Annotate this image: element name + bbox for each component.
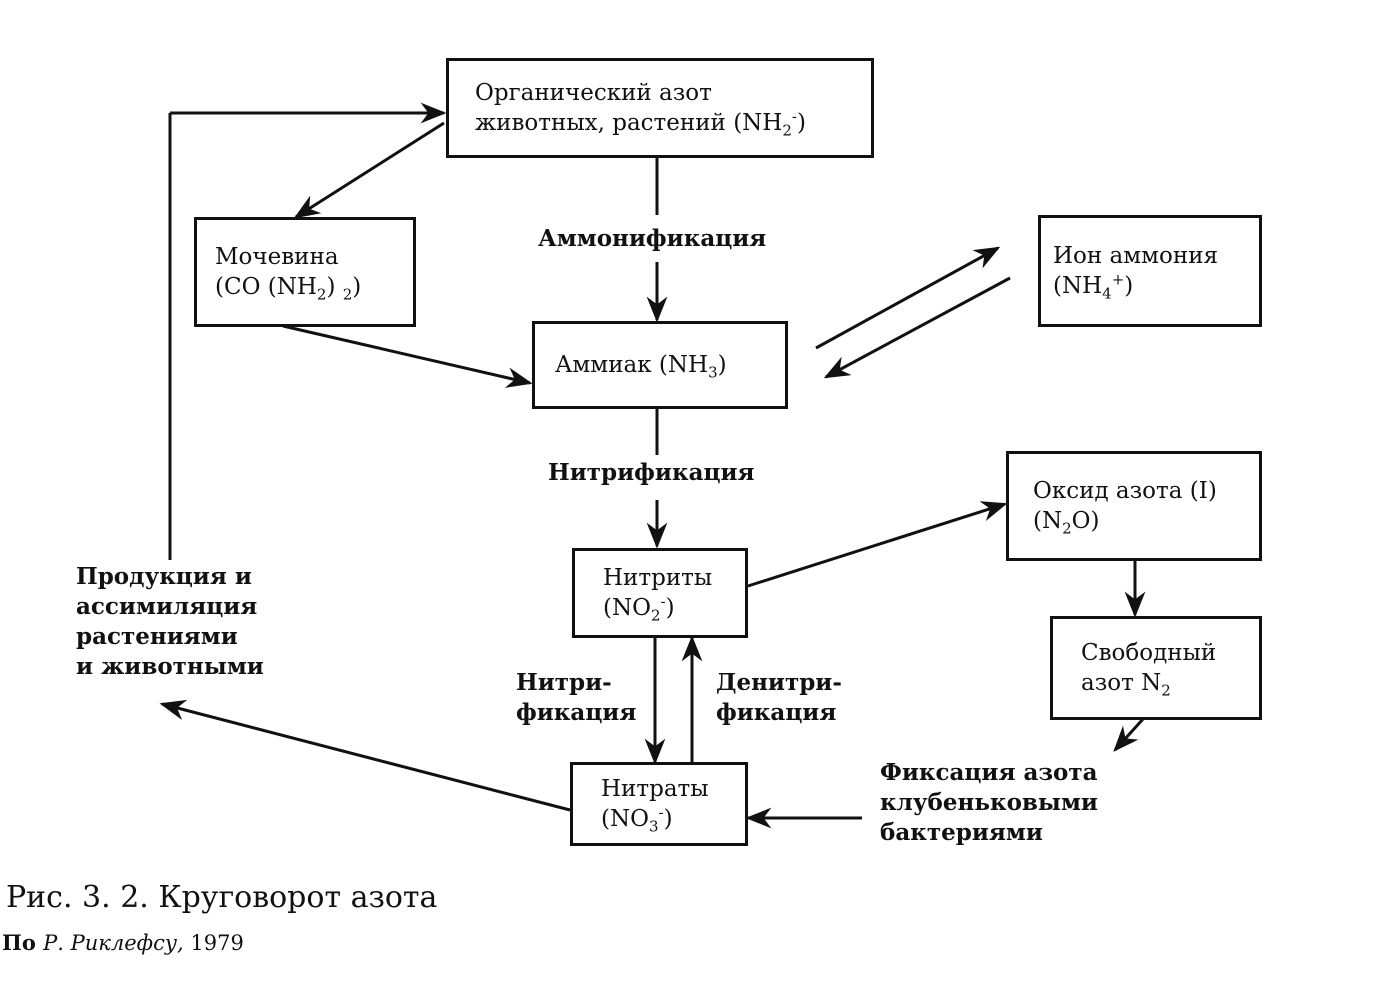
node-nitrous-oxide-line2: (N2O) xyxy=(1033,508,1100,538)
source-author: Р. Риклефсу, xyxy=(43,931,184,955)
arrow-organic-to-urea xyxy=(293,121,445,219)
node-free-nitrogen-line1: Свободный xyxy=(1081,639,1217,666)
node-ammonia: Аммиак (NH3) xyxy=(532,321,788,409)
label-nitrification-split-1: Нитри- xyxy=(516,669,612,696)
node-nitrites-line1: Нитриты xyxy=(603,564,713,591)
figure-source: По Р. Риклефсу, 1979 xyxy=(2,930,244,955)
node-nitrates-line2: (NO3-) xyxy=(601,803,673,836)
node-urea: Мочевина (CO (NH2) 2) xyxy=(194,217,416,327)
node-nitrates: Нитраты (NO3-) xyxy=(570,762,748,846)
arrow-ammonia-to-ammonium xyxy=(815,246,1001,350)
node-urea-line1: Мочевина xyxy=(215,243,339,270)
label-production-2: ассимиляция xyxy=(76,592,258,620)
label-nitrification-split: Нитри- фикация xyxy=(516,668,636,728)
node-ammonia-label: Аммиак (NH3) xyxy=(555,351,727,382)
figure-caption: Рис. 3. 2. Круговорот азота xyxy=(6,880,438,915)
node-nitrates-line1: Нитраты xyxy=(601,775,709,802)
source-year: 1979 xyxy=(183,931,244,955)
label-denitrification-split-2: фикация xyxy=(716,698,837,726)
node-organic-nitrogen: Органический азот животных, растений (NH… xyxy=(446,58,874,158)
label-denitrification-split-1: Денитри- xyxy=(716,669,842,696)
node-ammonium-line2: (NH4+) xyxy=(1053,270,1134,303)
label-production-4: и животными xyxy=(76,652,264,680)
node-nitrites-line2: (NO2-) xyxy=(603,592,675,625)
node-free-nitrogen: Свободный азот N2 xyxy=(1050,616,1262,720)
label-nitrification-split-2: фикация xyxy=(516,698,637,726)
label-fixation-2: клубеньковыми xyxy=(880,788,1098,816)
label-production-assimilation: Продукция и ассимиляция растениями и жив… xyxy=(76,562,264,682)
label-ammonification: Аммонификация xyxy=(538,225,767,252)
source-prefix: По xyxy=(2,930,44,955)
arrow-nitrates-to-production xyxy=(159,699,571,812)
node-urea-line2: (CO (NH2) 2) xyxy=(215,274,362,304)
node-nitrous-oxide-line1: Оксид азота (I) xyxy=(1033,477,1217,504)
label-production-1: Продукция и xyxy=(76,563,252,590)
arrow-nitrites-to-nitrous-oxide xyxy=(747,501,1008,588)
node-organic-line2: животных, растений (NH2-) xyxy=(475,107,806,140)
node-ammonium-ion: Ион аммония (NH4+) xyxy=(1038,215,1262,327)
label-fixation-3: бактериями xyxy=(880,818,1043,846)
node-organic-line1: Органический азот xyxy=(475,79,712,106)
arrow-ammonium-to-ammonia xyxy=(823,276,1011,379)
node-ammonium-line1: Ион аммония xyxy=(1053,242,1219,269)
node-free-nitrogen-line2: азот N2 xyxy=(1081,670,1171,700)
label-production-3: растениями xyxy=(76,622,238,650)
arrow-free-nitrogen-to-fixation xyxy=(1113,717,1145,752)
arrow-urea-to-ammonia xyxy=(282,324,533,388)
node-nitrous-oxide: Оксид азота (I) (N2O) xyxy=(1006,451,1262,561)
label-fixation-1: Фиксация азота xyxy=(880,759,1098,786)
label-nitrification: Нитрификация xyxy=(548,459,755,486)
label-fixation: Фиксация азота клубеньковыми бактериями xyxy=(880,758,1098,848)
label-denitrification-split: Денитри- фикация xyxy=(716,668,842,728)
node-nitrites: Нитриты (NO2-) xyxy=(572,548,748,638)
